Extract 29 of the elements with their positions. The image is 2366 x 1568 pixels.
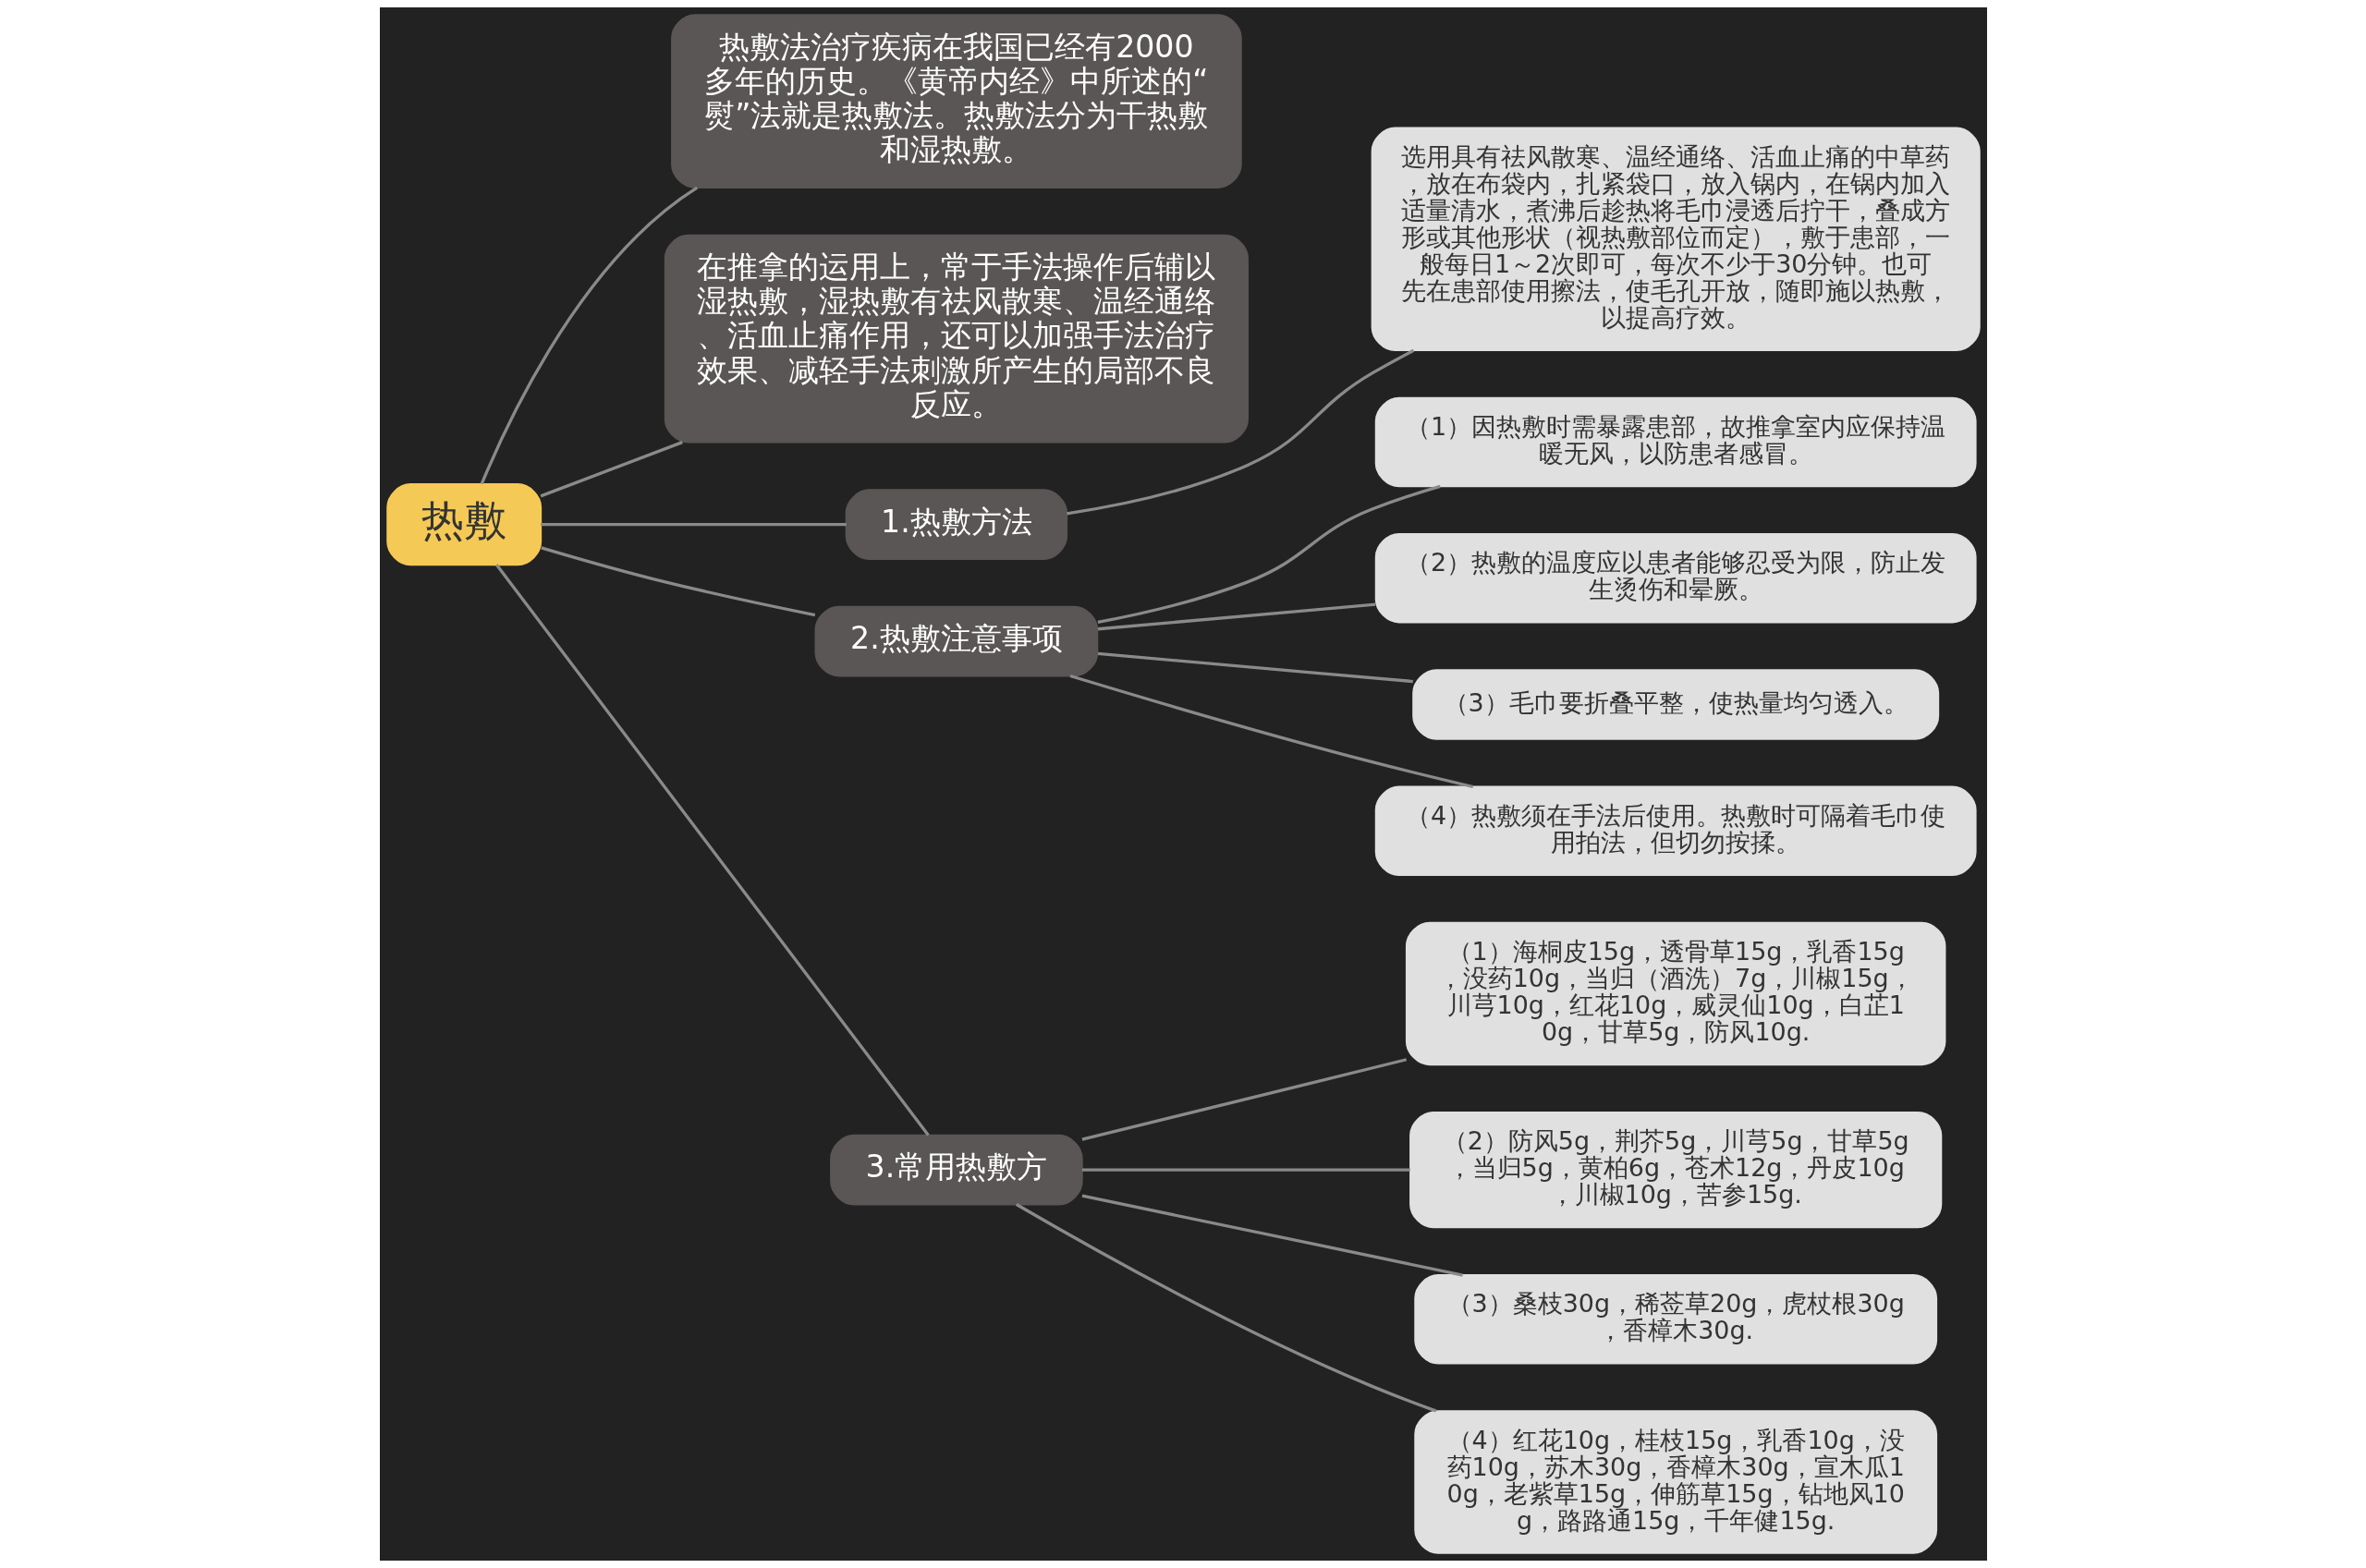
connector	[480, 186, 698, 485]
connector	[1081, 1194, 1463, 1277]
node-box: （4）红花10g，桂枝15g，乳香10g，没药10g，苏木30g，香樟木30g，宣木瓜10g，老紫草15g，伸筋草15g，钻地风10g，路路通15g，千年健15g.	[1413, 1410, 1937, 1554]
connector	[1069, 674, 1473, 789]
connector	[1097, 602, 1375, 631]
node-box: 热敷	[385, 483, 542, 566]
node-box: （3）桑枝30g，稀莶草20g，虎杖根30g，香樟木30g.	[1413, 1274, 1937, 1365]
connector	[1097, 651, 1413, 684]
connector	[540, 441, 683, 498]
node-box: 1.热敷方法	[845, 489, 1067, 560]
node-box: （1）因热敷时需暴露患部，故推拿室内应保持温暖无风，以防患者感冒。	[1374, 396, 1977, 488]
node-box: （2）防风5g，荆芥5g，川芎5g，甘草5g，当归5g，黄柏6g，苍术12g，丹皮10g，川椒10g，苦参15g.	[1409, 1111, 1942, 1229]
connector	[1097, 484, 1441, 624]
node-box: 2.热敷注意事项	[814, 605, 1098, 677]
connector	[1081, 1058, 1407, 1141]
connector	[1015, 1203, 1436, 1413]
node-box: （4）热敷须在手法后使用。热敷时可隔着毛巾使用拍法，但切勿按揉。	[1374, 785, 1977, 876]
node-box: 热敷法治疗疾病在我国已经有2000多年的历史。《黄帝内经》中所述的“熨”法就是热敷法。热敷法分为干热敷和湿热敷。	[670, 14, 1242, 188]
node-box: 在推拿的运用上，常于手法操作后辅以湿热敷，湿热敷有祛风散寒、温经通络、活血止痛作用，还可以加强手法治疗效果、减轻手法刺激所产生的局部不良反应。	[664, 234, 1249, 444]
node-box: （1）海桐皮15g，透骨草15g，乳香15g，没药10g，当归（酒洗）7g，川椒15g，川芎10g，红花10g，威灵仙10g，白芷10g，甘草5g，防风10g.	[1405, 921, 1945, 1066]
connector	[1081, 1168, 1410, 1172]
connector	[540, 546, 815, 617]
connector	[540, 523, 847, 527]
node-box: 3.常用热敷方	[829, 1134, 1083, 1206]
connector	[494, 564, 930, 1136]
node-box: （3）毛巾要折叠平整，使热量均匀透入。	[1411, 669, 1939, 740]
node-box: 选用具有祛风散寒、温经通络、活血止痛的中草药，放在布袋内，扎紧袋口，放入锅内，在锅内加入适量清水，煮沸后趁热将毛巾浸透后拧干，叠成方形或其他形状（视热敷部位而定），敷于患部，一般每日1～2次即可，每次不少于30分钟。也可先在患部使用擦法，使毛孔开放，随即施以热敷，以提高疗效。	[1371, 127, 1981, 352]
connector	[1066, 348, 1414, 516]
node-box: （2）热敷的温度应以患者能够忍受为限，防止发生烫伤和晕厥。	[1374, 532, 1977, 624]
